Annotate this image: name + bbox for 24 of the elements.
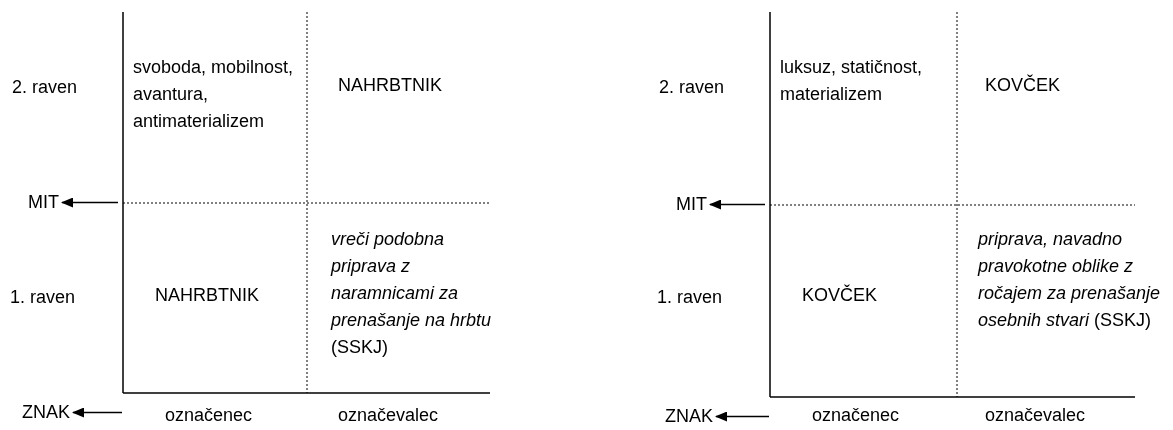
cell-text: svoboda, mobilnost, avantura, antimaterializem — [133, 56, 295, 133]
column-label: označevalec — [338, 404, 439, 427]
axis-label: MIT — [28, 189, 59, 216]
arrow — [715, 411, 770, 422]
column-label: označevalec — [985, 404, 1086, 427]
definition-text: priprava, navadno pravokotne oblike z ročajem za prenašanje osebnih stvari (SSKJ) — [978, 228, 1162, 332]
level-label: 2. raven — [659, 76, 725, 99]
axis-label: ZNAK — [22, 399, 70, 426]
level-label: 1. raven — [657, 286, 723, 309]
definition-text: vreči podobna priprava z naramnicami za prenašanje na hrbtu (SSKJ) — [331, 228, 493, 359]
column-label: označenec — [165, 404, 253, 427]
axis-label: ZNAK — [665, 403, 713, 430]
cell-text: KOVČEK — [802, 283, 878, 307]
cell-text: luksuz, statičnost, materializem — [780, 56, 924, 106]
column-label: označenec — [812, 404, 900, 427]
arrow — [61, 197, 119, 208]
level-label: 2. raven — [12, 76, 78, 99]
cell-text: KOVČEK — [985, 73, 1061, 97]
cell-text: NAHRBTNIK — [338, 74, 442, 97]
axis-label: MIT — [676, 191, 707, 218]
arrow — [72, 407, 123, 418]
arrow — [709, 199, 766, 210]
level-label: 1. raven — [10, 286, 76, 309]
cell-text: NAHRBTNIK — [155, 284, 259, 307]
